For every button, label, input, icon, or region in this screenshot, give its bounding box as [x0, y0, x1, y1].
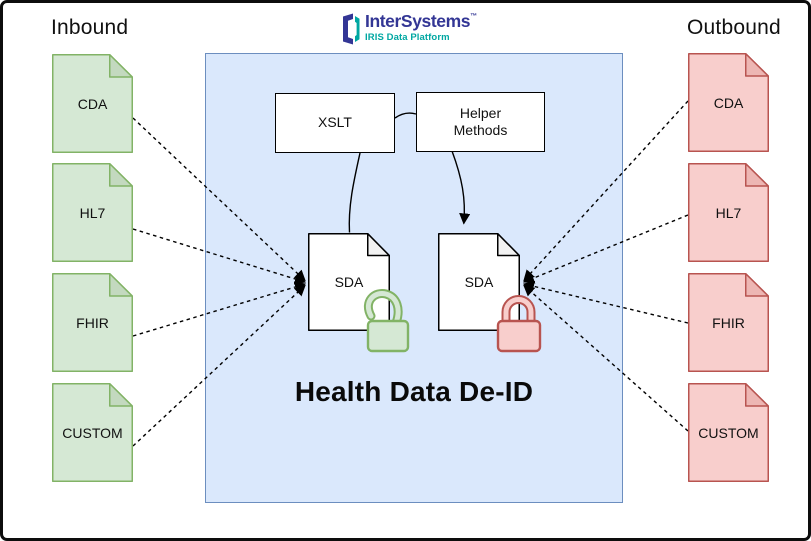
sda-source-label: SDA [334, 274, 364, 290]
logo-trademark: ™ [470, 13, 478, 20]
logo-subtitle-text: IRIS Data Platform [365, 32, 450, 43]
outbound-doc-label: CUSTOM [698, 424, 759, 441]
diagram-title: Health Data De-ID [294, 376, 534, 407]
lock-open-icon [363, 289, 410, 353]
inbound-heading: Inbound [51, 16, 129, 39]
outbound-doc-hl7: HL7 [688, 163, 769, 262]
outbound-doc-label: HL7 [715, 204, 742, 221]
process-container [205, 53, 623, 503]
outbound-heading: Outbound [687, 16, 781, 39]
logo-brand-text: InterSystems [365, 11, 471, 31]
inbound-doc-fhir: FHIR [52, 273, 133, 372]
intersystems-logo-icon [343, 13, 360, 45]
inbound-doc-label: CUSTOM [62, 424, 123, 441]
outbound-doc-label: FHIR [712, 314, 745, 331]
outbound-doc-custom: CUSTOM [688, 383, 769, 482]
inbound-doc-cda: CDA [52, 54, 133, 153]
helper-methods-node: Helper Methods [416, 92, 545, 152]
xslt-node: XSLT [275, 93, 395, 153]
outbound-doc-label: CDA [713, 94, 744, 111]
lock-closed-icon [496, 295, 542, 353]
outbound-doc-fhir: FHIR [688, 273, 769, 372]
sda-target-document: SDA [438, 233, 520, 331]
xslt-label: XSLT [318, 114, 352, 131]
sda-target-label: SDA [464, 274, 494, 290]
inbound-doc-label: CDA [77, 95, 108, 112]
inbound-doc-custom: CUSTOM [52, 383, 133, 482]
helper-methods-label: Helper Methods [453, 104, 508, 139]
inbound-doc-hl7: HL7 [52, 163, 133, 262]
inbound-doc-label: FHIR [76, 314, 109, 331]
inbound-doc-label: HL7 [79, 204, 106, 221]
outbound-doc-cda: CDA [688, 53, 769, 152]
intersystems-logo: InterSystems™ IRIS Data Platform [341, 11, 478, 45]
